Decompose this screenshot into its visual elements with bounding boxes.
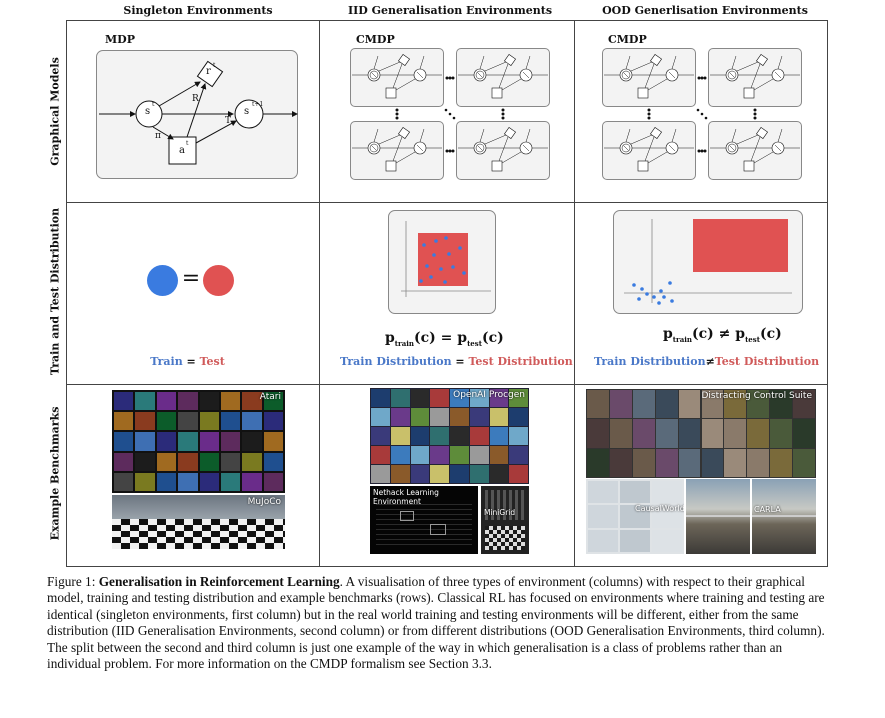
train-circle <box>147 265 178 296</box>
row-header-graphical: Graphical Models <box>48 57 62 166</box>
train-distribution-label: Train Distribution <box>594 355 706 368</box>
caption-figure-number: Figure 1: <box>47 574 96 589</box>
cmdp-mini-diagram <box>602 48 696 107</box>
state-label: s <box>145 106 151 117</box>
cmdp-mini-diagram <box>602 121 696 180</box>
cmdp-mini-diagram <box>708 121 802 180</box>
test-distribution-label: Test Distribution <box>714 355 820 368</box>
reward-fn-label: R <box>192 94 199 104</box>
caption-title: Generalisation in Reinforcement Learning <box>98 574 340 589</box>
train-distribution-label: Train Distribution <box>340 355 452 368</box>
legend-neq: ≠ <box>705 355 715 368</box>
column-header-ood: OOD Generlisation Environments <box>602 4 808 17</box>
row-header-distribution: Train and Test Distribution <box>48 207 62 376</box>
action-label: a <box>179 145 185 156</box>
ood-distribution-plot <box>613 210 803 314</box>
atari-label: Atari <box>259 392 281 402</box>
cmdp-mini-diagram <box>456 121 550 180</box>
carla-image: CARLA <box>686 479 816 554</box>
action-node <box>168 136 197 165</box>
cmdp-mini-diagram <box>350 121 444 180</box>
cmdp-mini-diagram <box>456 48 550 107</box>
cmdp-mini-diagram <box>350 48 444 107</box>
causalworld-image: CausalWorld <box>586 479 684 554</box>
reward-node <box>196 60 224 88</box>
state-time: t <box>152 101 155 108</box>
transition-fn-label: T <box>225 116 232 126</box>
cmdp-label-iid: CMDP <box>356 33 395 46</box>
mdp-diagram: s t s t+1 r t a t R T π <box>96 50 298 179</box>
figure-caption: Figure 1: Generalisation in Reinforcemen… <box>47 574 837 672</box>
test-circle <box>203 265 234 296</box>
action-time: t <box>186 140 189 147</box>
test-label: Test <box>199 355 225 368</box>
test-distribution-label: Test Distribution <box>468 355 573 368</box>
test-region <box>693 219 788 272</box>
legend-eq: = <box>186 355 196 368</box>
cmdp-label-ood: CMDP <box>608 33 647 46</box>
procgen-label: OpenAI Procgen <box>453 390 525 400</box>
figure-grid <box>66 20 828 567</box>
mujoco-label: MuJoCo <box>247 497 281 507</box>
next-state-time: t+1 <box>252 101 264 108</box>
carla-label: CARLA <box>754 505 781 514</box>
ood-legend: Train Distribution≠Test Distribution <box>594 355 820 368</box>
nethack-benchmark-image: Nethack Learning Environment <box>370 486 478 554</box>
minigrid-benchmark-image: MiniGrid <box>481 486 529 554</box>
distracting-control-image: Distracting Control Suite <box>586 389 816 478</box>
mujoco-benchmark-image: MuJoCo <box>112 495 285 549</box>
cmdp-mini-diagram <box>708 48 802 107</box>
column-header-singleton: Singleton Environments <box>123 4 273 17</box>
reward-time: t <box>213 62 216 69</box>
caption-body: . A visualisation of three types of envi… <box>47 574 825 672</box>
iid-formula: ptrain(c) = ptest(c) <box>385 330 504 348</box>
row-header-benchmarks: Example Benchmarks <box>48 406 62 541</box>
iid-legend: Train Distribution = Test Distribution <box>340 355 573 368</box>
column-header-iid: IID Generalisation Environments <box>347 4 553 17</box>
next-state-label: s <box>244 106 250 117</box>
train-label: Train <box>150 355 183 368</box>
atari-benchmark-image: Atari <box>112 390 285 493</box>
next-state-node <box>234 99 264 129</box>
equals-sign: = <box>181 266 201 291</box>
policy-label: π <box>155 131 161 141</box>
minigrid-label: MiniGrid <box>484 508 516 517</box>
state-node <box>135 100 163 128</box>
iid-distribution-plot <box>388 210 496 314</box>
legend-eq: = <box>455 355 465 368</box>
procgen-benchmark-image: OpenAI Procgen <box>370 388 529 484</box>
reward-label: r <box>206 66 211 77</box>
causalworld-label: CausalWorld <box>635 504 684 513</box>
mdp-label: MDP <box>105 33 135 46</box>
distracting-control-label: Distracting Control Suite <box>701 391 813 401</box>
ood-formula: ptrain(c) ≠ ptest(c) <box>663 326 782 344</box>
test-region <box>418 233 468 286</box>
nethack-label: Nethack Learning Environment <box>373 488 439 506</box>
singleton-legend: Train = Test <box>120 355 255 368</box>
